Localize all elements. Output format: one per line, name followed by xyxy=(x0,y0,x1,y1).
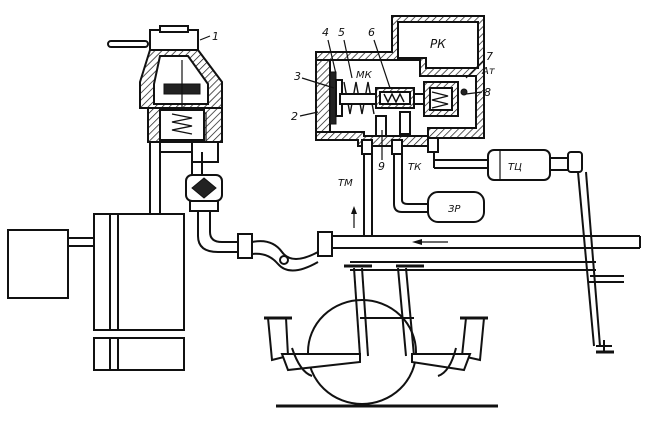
supply-pipe xyxy=(149,141,203,215)
brake-valve-assembly xyxy=(107,25,223,163)
label-tc: ТЦ xyxy=(508,162,522,173)
brake-cylinder xyxy=(487,149,601,347)
label-8: 8 xyxy=(484,86,491,99)
label-at: Ат xyxy=(481,66,496,77)
labels: 1 2 3 4 5 6 7 8 9 РК МК Ат ТМ ТК ЗР ТЦ xyxy=(199,26,522,215)
label-4: 4 xyxy=(322,26,329,39)
label-3: 3 xyxy=(294,70,301,83)
label-6: 6 xyxy=(368,26,375,39)
label-tm: ТМ xyxy=(338,178,353,189)
label-rk: РК xyxy=(430,37,446,51)
label-2: 2 xyxy=(291,110,298,123)
label-mk: МК xyxy=(356,70,373,81)
main-reservoir xyxy=(7,229,96,299)
label-9: 9 xyxy=(378,160,385,173)
valve-handle xyxy=(107,40,149,48)
air-distributor xyxy=(315,15,485,155)
distributor-pipes xyxy=(351,152,488,236)
label-tk: ТК xyxy=(408,162,422,173)
label-1: 1 xyxy=(212,30,219,43)
wheel-assembly xyxy=(264,264,498,408)
brake-linkage xyxy=(350,261,624,354)
spare-reservoir xyxy=(427,191,485,223)
label-zr: ЗР xyxy=(448,204,461,215)
compressor-block xyxy=(93,213,185,371)
disconnect-valve xyxy=(185,174,223,212)
label-5: 5 xyxy=(338,26,345,39)
brake-line-pipe xyxy=(197,211,641,272)
wheel xyxy=(307,299,417,405)
label-7: 7 xyxy=(486,50,493,63)
